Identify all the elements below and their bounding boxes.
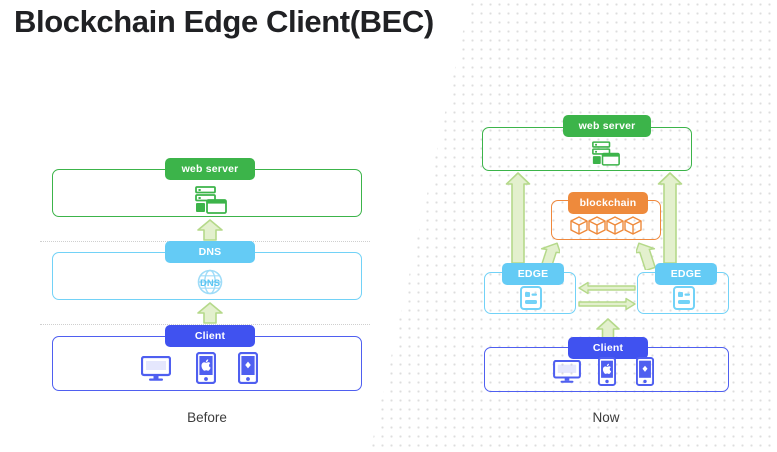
before-web-server-badge: web server: [165, 158, 255, 180]
now-edge-right-badge: EDGE: [655, 263, 717, 285]
before-dns-badge: DNS: [165, 241, 255, 263]
android-phone-icon: [238, 352, 258, 384]
dns-globe-icon: DNS: [196, 268, 224, 296]
document-icon: [520, 286, 542, 310]
document-icon: [673, 286, 695, 310]
blocks-chain-icon: [570, 216, 644, 236]
separator-line-2: [40, 324, 370, 325]
now-client-badge: Client: [568, 337, 648, 359]
arrow-up-left-edge-right-to-blockchain: [636, 240, 660, 270]
svg-text:DNS: DNS: [200, 278, 220, 289]
before-client-badge: Client: [165, 325, 255, 347]
before-caption: Before: [187, 410, 227, 425]
arrow-up-dns-to-web-server: [196, 219, 224, 241]
page-title: Blockchain Edge Client(BEC): [14, 4, 434, 39]
now-edge-left-badge: EDGE: [502, 263, 564, 285]
now-caption: Now: [592, 410, 620, 425]
desktop-monitor-icon: [141, 356, 171, 382]
arrow-up-client-to-dns: [196, 302, 224, 324]
arrow-right-edge-left-to-edge-right: [578, 297, 636, 311]
server-icon: [592, 141, 620, 166]
arrow-up-edge-left-to-web-server: [505, 172, 531, 264]
now-web-server-badge: web server: [563, 115, 651, 137]
iphone-icon: [598, 357, 616, 386]
android-phone-icon: [636, 357, 654, 386]
desktop-monitor-icon: [553, 360, 581, 384]
iphone-icon: [196, 352, 216, 384]
server-icon: [195, 186, 227, 214]
arrow-left-edge-right-to-edge-left: [578, 281, 636, 295]
now-blockchain-badge: blockchain: [568, 192, 648, 214]
